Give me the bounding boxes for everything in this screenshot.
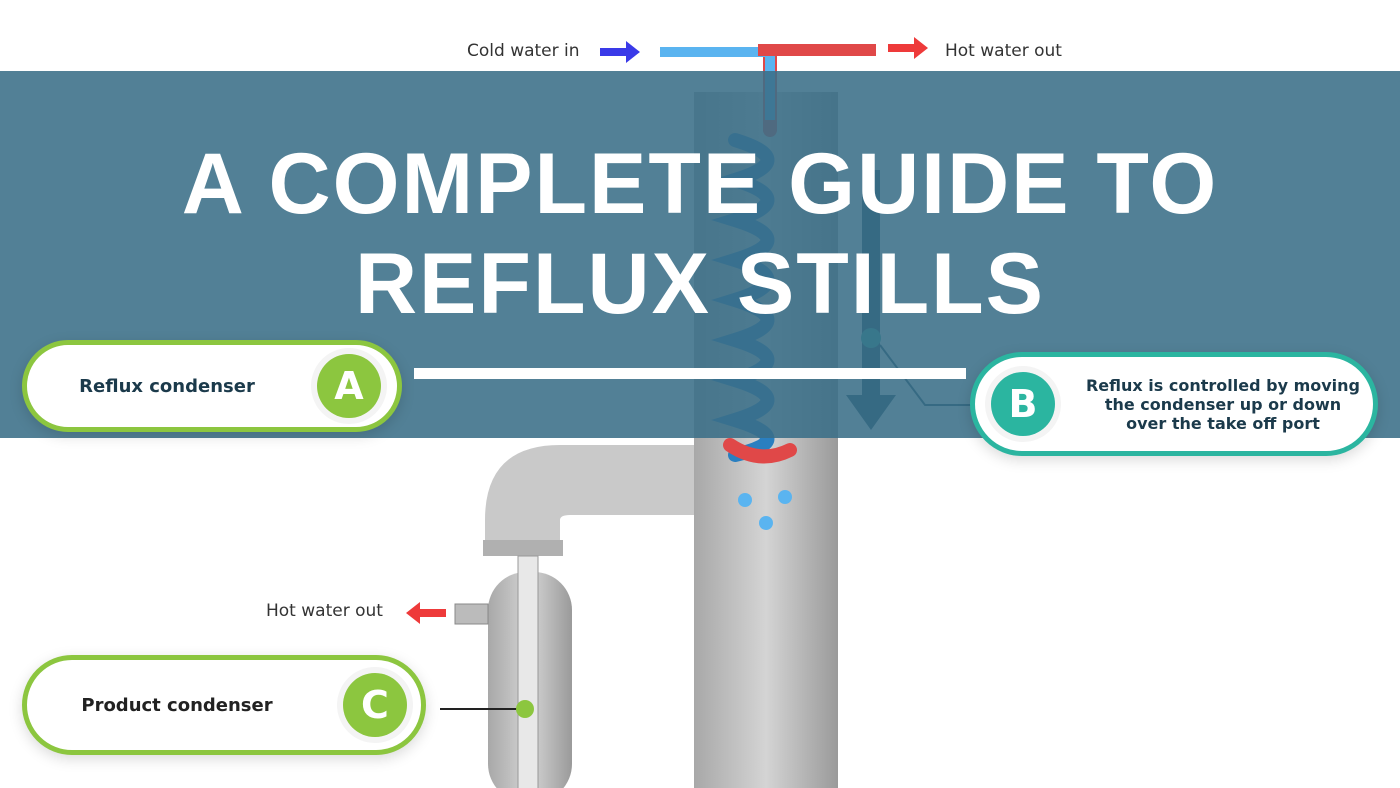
callout-b-text: Reflux is controlled by moving the conde… xyxy=(1085,375,1360,433)
callout-b: B Reflux is controlled by moving the con… xyxy=(970,352,1378,456)
callout-b-badge: B xyxy=(991,372,1055,436)
callout-c-badge: C xyxy=(343,673,407,737)
callout-a-badge: A xyxy=(317,354,381,418)
condensate-drops-icon xyxy=(738,490,792,530)
hot-water-out-side-label: Hot water out xyxy=(266,601,383,621)
title-underline xyxy=(414,368,966,379)
title-line-2: REFLUX STILLS xyxy=(354,236,1046,332)
callout-a-text: Reflux condenser xyxy=(79,375,255,397)
cold-water-in-label: Cold water in xyxy=(467,41,580,61)
hot-water-out-top-label: Hot water out xyxy=(945,41,1062,61)
callout-c: Product condenser C xyxy=(22,655,426,755)
cold-water-in-arrow-icon xyxy=(600,41,640,63)
title-line-1: A COMPLETE GUIDE TO xyxy=(181,136,1219,232)
vapor-take-off-pipe xyxy=(485,445,694,555)
hot-water-out-arrow-icon xyxy=(888,37,928,59)
callout-c-text: Product condenser xyxy=(81,694,273,716)
page-title: A COMPLETE GUIDE TO REFLUX STILLS xyxy=(0,134,1400,334)
hot-water-out-side-arrow-icon xyxy=(406,602,446,624)
callout-a: Reflux condenser A xyxy=(22,340,402,432)
